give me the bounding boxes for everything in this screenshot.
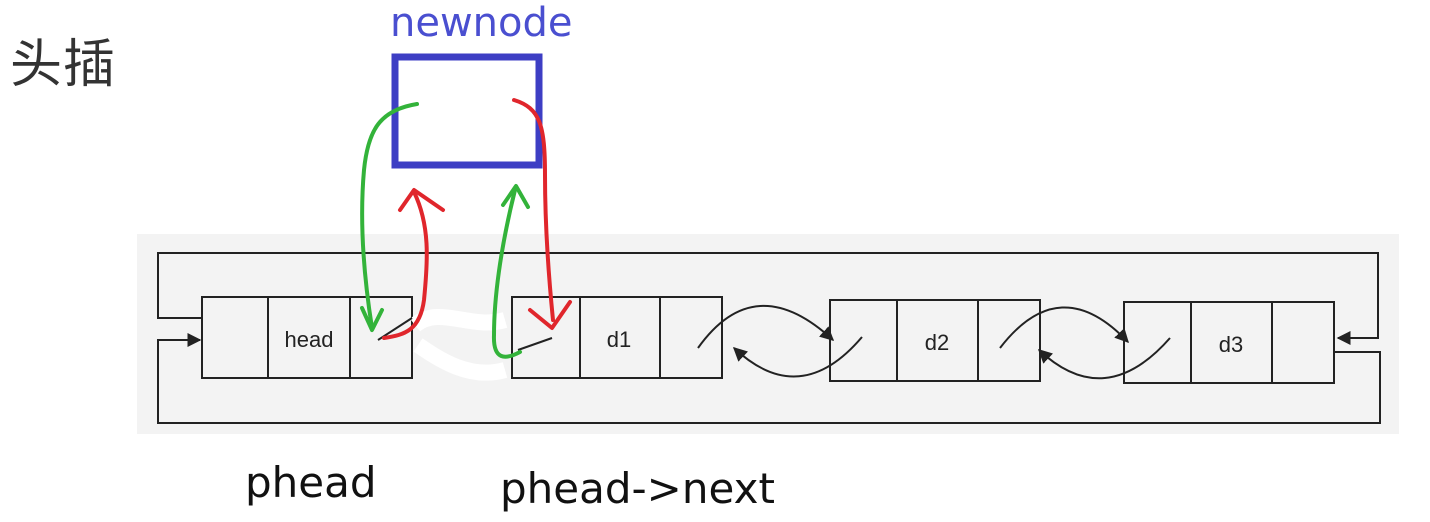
phead-next-label: phead->next xyxy=(500,464,775,513)
d2-to-d1-arrow xyxy=(732,336,863,378)
green-insert-strokes xyxy=(360,102,530,359)
node-d1: d1 xyxy=(511,296,723,379)
node-head: head xyxy=(201,296,413,379)
node-d3-label: d3 xyxy=(1219,332,1243,357)
node-head-label: head xyxy=(285,327,334,352)
linked-list-panel xyxy=(137,234,1399,434)
red-insert-strokes xyxy=(382,98,572,340)
d2-to-d3-arrow xyxy=(999,306,1129,349)
node-d2-label: d2 xyxy=(925,330,949,355)
d3-next-loop-arrow xyxy=(157,333,1381,424)
node-d1-label: d1 xyxy=(607,327,631,352)
node-d3: d3 xyxy=(1123,301,1335,384)
head-prev-loop-arrow xyxy=(157,252,1379,319)
page-title: 头插 xyxy=(10,35,117,95)
newnode-label: newnode xyxy=(390,0,573,46)
node-d2: d2 xyxy=(829,299,1041,382)
d3-to-d2-arrow xyxy=(1037,337,1171,380)
d1-to-d2-arrow xyxy=(697,305,835,349)
erased-old-link xyxy=(410,309,508,381)
newnode-box xyxy=(391,53,543,169)
phead-label: phead xyxy=(245,458,377,507)
